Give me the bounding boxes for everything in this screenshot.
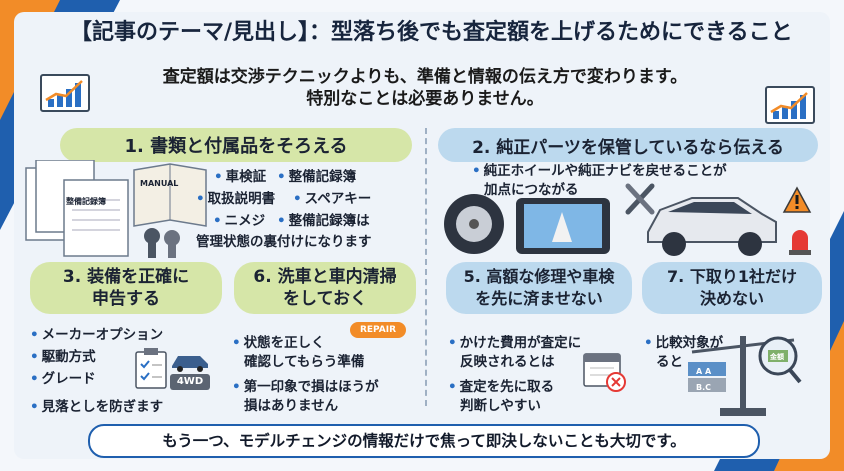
s1-item-5: ニメジ [213, 212, 266, 231]
scale-label-1: A A [696, 367, 712, 376]
wrench-icon [625, 183, 655, 215]
doc-label-maintenance: 整備記録簿 [66, 197, 106, 206]
page-title: 【記事のテーマ/見出し】：型落ち後でも査定額を上げるためにできること [70, 20, 793, 45]
footer-callout: もう一つ、モデルチェンジの情報だけで焦って即決しないことも大切です。 [88, 424, 760, 458]
scale-magnifier-icon [688, 336, 802, 416]
s5-heading-line-1: 5. 高額な修理や車検 [463, 267, 615, 286]
4wd-badge: 4WD [170, 374, 210, 390]
s1-item-3: 取扱説明書 [196, 190, 276, 209]
s2-item-1: 純正ホイールや純正ナビを戻せることが [472, 162, 727, 181]
section-7-heading: 7. 下取り1社だけ 決めない [642, 262, 822, 314]
s1-item-4: スペアキー [293, 190, 372, 209]
growth-chart-icon [40, 74, 90, 112]
s3-heading-line-1: 3. 装備を正確に [62, 267, 190, 287]
s3-heading-line-2: 申告する [92, 289, 160, 309]
calendar-cancel-icon [583, 353, 626, 392]
s3-item-4: 見落としを防ぎます [30, 398, 164, 417]
s6-heading-line-2: をしておく [283, 289, 367, 309]
column-divider [425, 128, 427, 406]
scale-label-3: 金額 [770, 353, 784, 361]
s7-heading-line-2: 決めない [699, 289, 764, 308]
alarm-light-icon [789, 230, 811, 255]
s6-note-1: 確認してもらう準備 [244, 354, 365, 370]
s3-item-3: グレード [30, 370, 96, 389]
s6-heading-line-1: 6. 洗車と車内清掃 [253, 267, 397, 287]
s5-note-1: 反映されるとは [460, 354, 555, 370]
mini-car-icon [172, 356, 208, 372]
s6-item-2: 第一印象で損はほうが [232, 378, 379, 397]
s3-item-1: メーカーオプション [30, 326, 164, 345]
scale-label-2: B.C [696, 383, 712, 392]
s1-item-1: 車検証 [214, 168, 267, 187]
intro-line-2: 特別なことは必要ありません。 [306, 89, 544, 109]
section-3-heading: 3. 装備を正確に 申告する [30, 262, 222, 314]
s1-item-2: 整備記録簿 [277, 168, 357, 187]
s5-item-1: かけた費用が査定に [448, 334, 582, 353]
warning-icon [782, 186, 812, 213]
car-icon [647, 197, 777, 256]
section-1-heading: 1. 書類と付属品をそろえる [60, 128, 412, 162]
section-5-heading: 5. 高額な修理や車検 を先に済ませない [446, 262, 632, 314]
checklist-icon [135, 348, 167, 389]
section-2-heading: 2. 純正パーツを保管しているなら伝える [438, 128, 818, 162]
s5-note-2: 判断しやすい [460, 398, 541, 414]
s1-note: 管理状態の裏付けになります [196, 234, 372, 250]
s5-heading-line-2: を先に済ませない [475, 289, 603, 308]
doc-label-manual: MANUAL [140, 179, 179, 188]
s6-item-1: 状態を正しく [232, 334, 325, 353]
s7-note-1: ると [656, 354, 683, 370]
documents-keys-icon [25, 160, 207, 258]
section-6-heading: 6. 洗車と車内清掃 をしておく [234, 262, 416, 314]
s7-heading-line-1: 7. 下取り1社だけ [667, 267, 797, 286]
s2-note: 加点につながる [484, 182, 579, 198]
intro-text: 査定額は交渉テクニックよりも、準備と情報の伝え方で変わります。 特別なことは必要… [80, 66, 770, 110]
s5-item-2: 査定を先に取る [448, 378, 555, 397]
growth-chart-icon-right [765, 86, 815, 124]
s6-note-2: 損はありません [244, 398, 339, 414]
repair-badge: REPAIR [350, 322, 406, 338]
wheel-navi-icon [444, 194, 610, 254]
intro-line-1: 査定額は交渉テクニックよりも、準備と情報の伝え方で変わります。 [162, 67, 688, 87]
s1-item-6: 整備記録簿は [277, 212, 370, 231]
s3-item-2: 駆動方式 [30, 348, 96, 367]
s7-item-1: 比較対象が [644, 334, 724, 353]
